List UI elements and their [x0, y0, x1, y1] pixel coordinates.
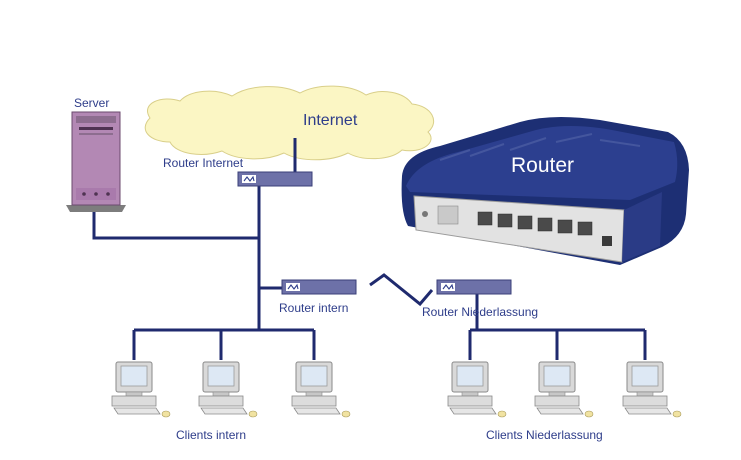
router-internet-icon [237, 171, 313, 187]
router-internet-label: Router Internet [163, 156, 244, 170]
router-intern-label: Router intern [279, 301, 348, 315]
router-niederlassung-label: Router Niederlassung [422, 305, 538, 319]
clients-niederlassung-group [447, 361, 682, 418]
client-pc-icon [534, 361, 594, 418]
internet-cloud [144, 85, 434, 161]
router-intern-icon [281, 279, 357, 295]
network-links [92, 138, 647, 360]
wan-zigzag-link [369, 273, 434, 307]
client-pc-icon [291, 361, 351, 418]
router-niederlassung-icon [436, 279, 512, 295]
client-pc-icon [622, 361, 682, 418]
clients-intern-group [111, 361, 351, 418]
clients-niederlassung-label: Clients Niederlassung [486, 428, 603, 442]
internet-label: Internet [303, 112, 358, 129]
clients-intern-label: Clients intern [176, 428, 246, 442]
server-label: Server [74, 96, 109, 110]
router-photo-label: Router [511, 154, 574, 177]
server-tower-icon [66, 111, 126, 212]
router-photo-icon: Router [401, 116, 689, 265]
client-pc-icon [447, 361, 507, 418]
client-pc-icon [198, 361, 258, 418]
client-pc-icon [111, 361, 171, 418]
